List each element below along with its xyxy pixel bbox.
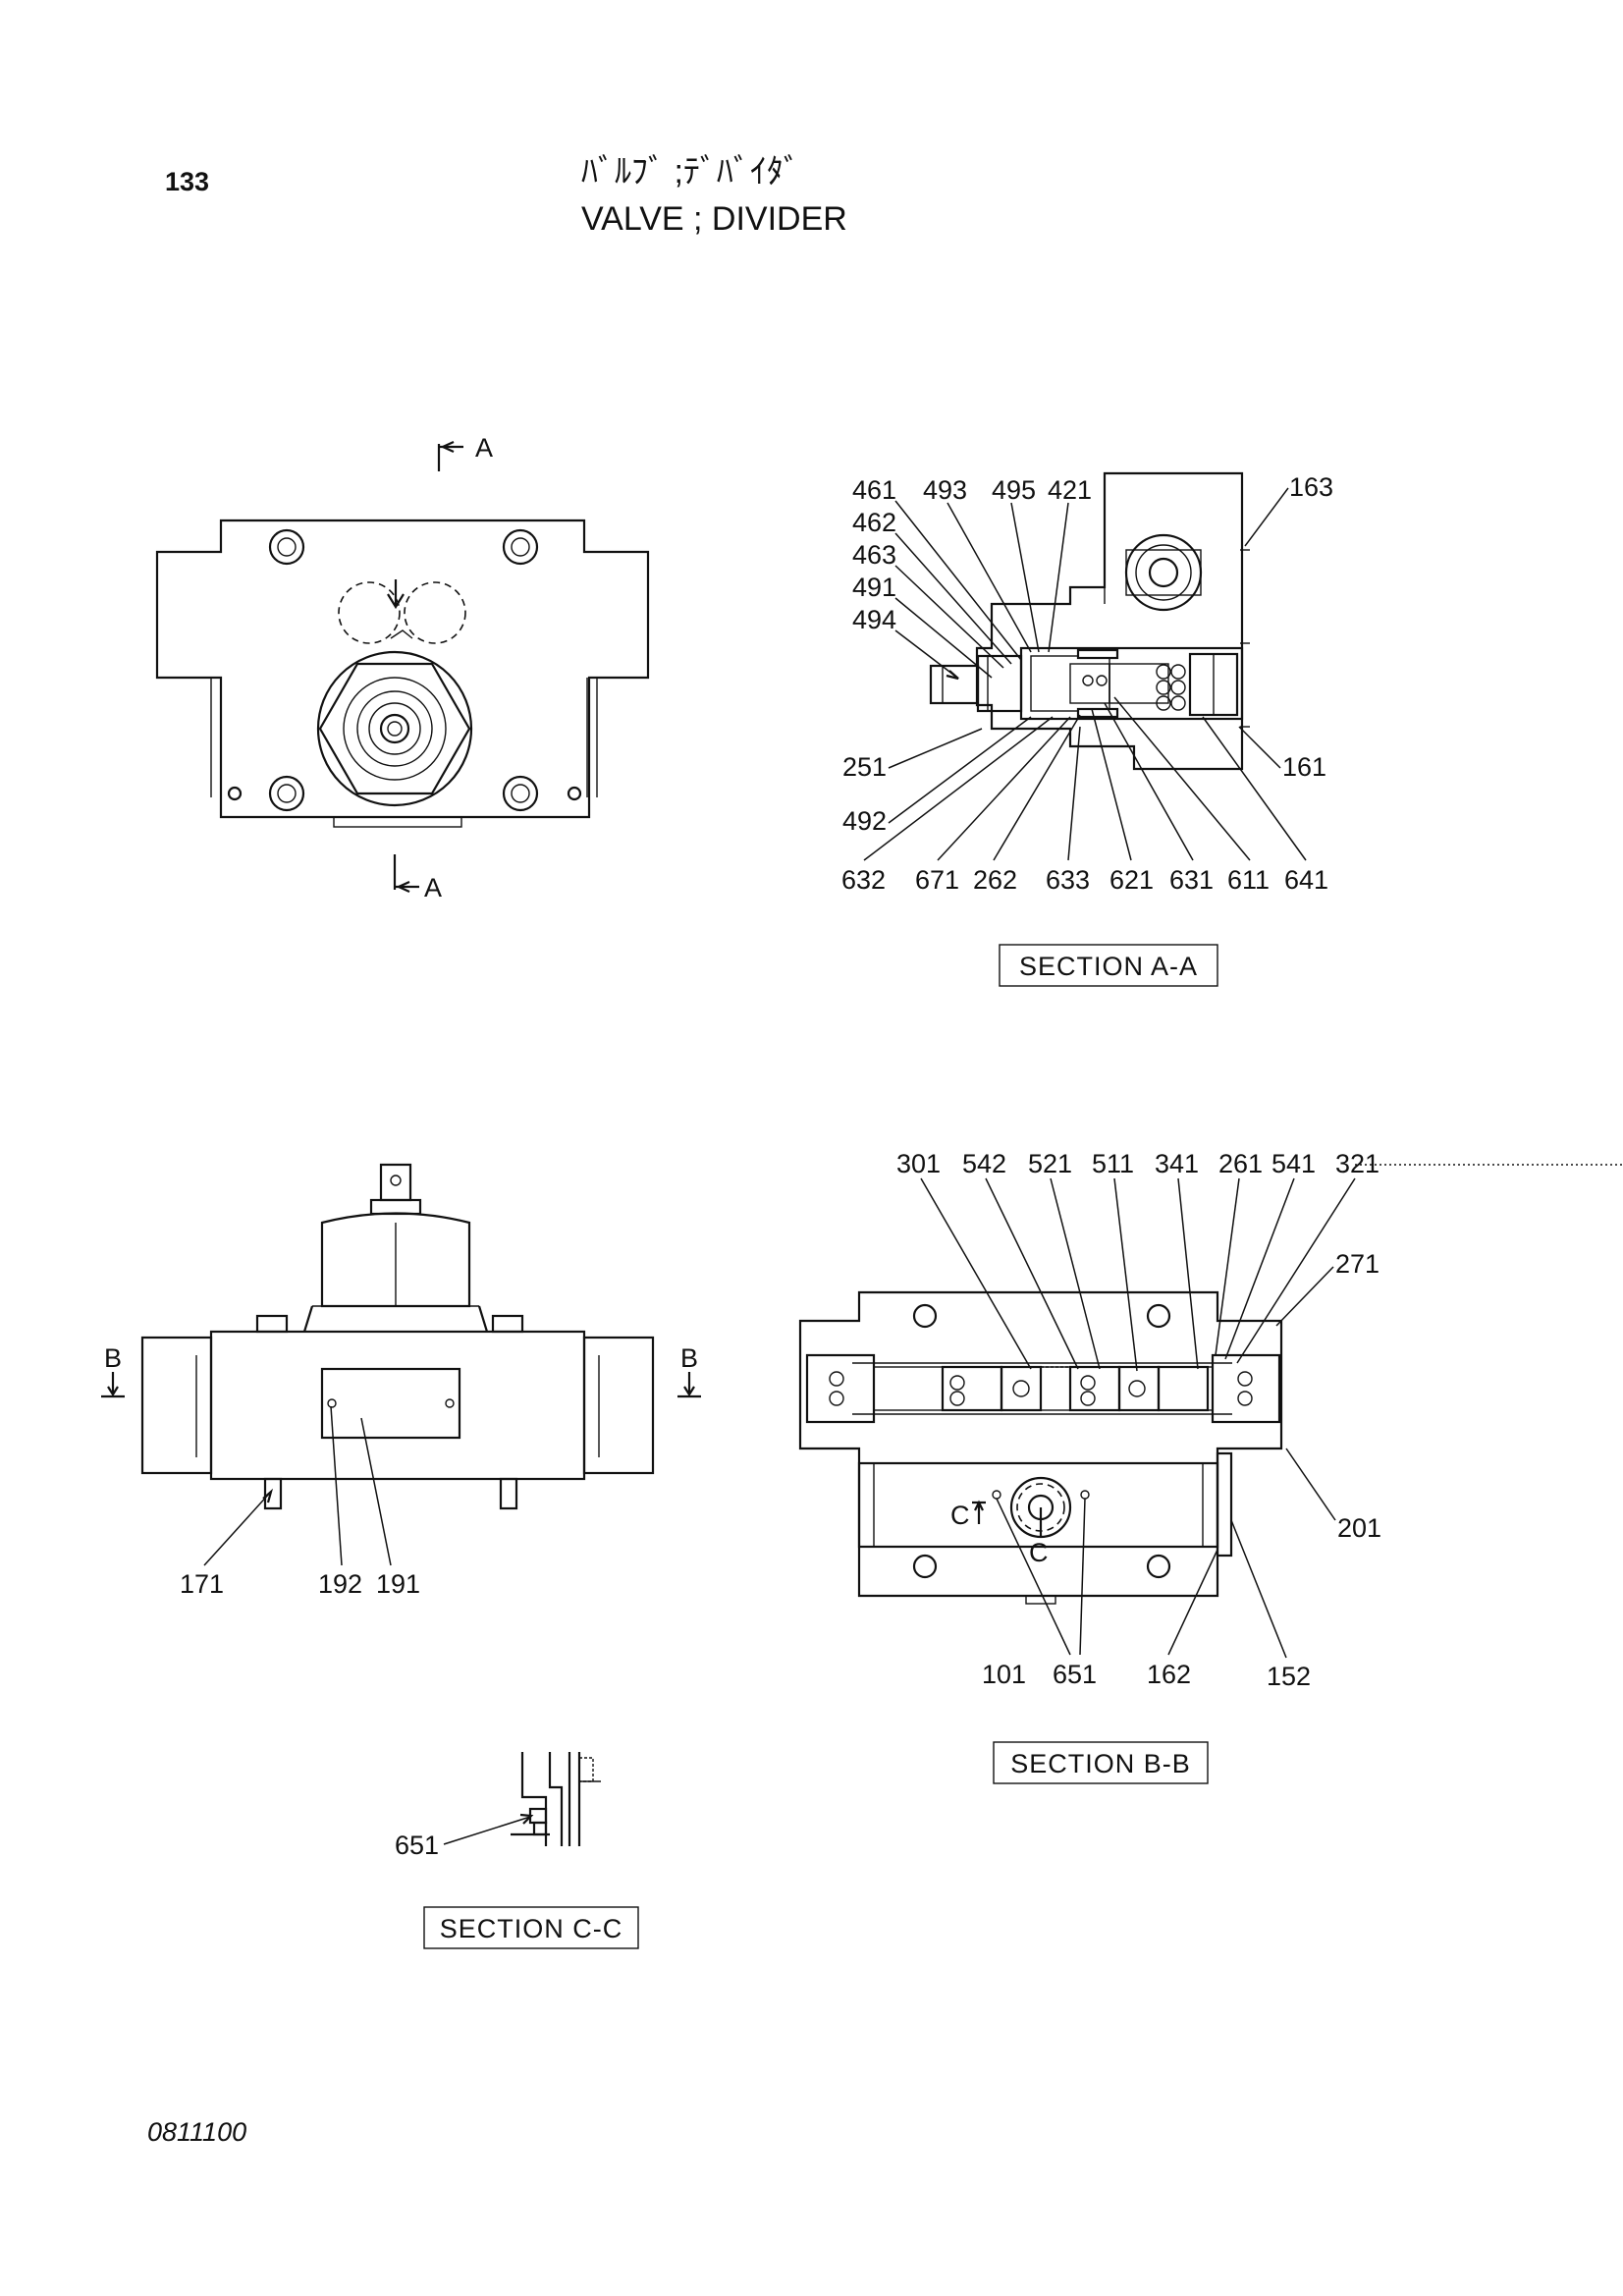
cut-marker-top-a: A [437, 433, 493, 471]
section-bb-caption: SECTION B-B [1010, 1749, 1191, 1778]
section-bb-body [798, 1290, 1283, 1598]
callout-542: 542 [962, 1149, 1006, 1178]
cut-label-bottom: A [424, 873, 442, 902]
callout-633: 633 [1046, 865, 1090, 895]
callout-611: 611 [1227, 865, 1270, 895]
front-view: A A [155, 433, 650, 902]
callout-521: 521 [1028, 1149, 1072, 1178]
side-main-body [209, 1330, 586, 1481]
side-top-cap [320, 1212, 471, 1308]
callout-152: 152 [1267, 1662, 1311, 1691]
callout-632: 632 [841, 865, 886, 895]
callout-494: 494 [852, 605, 896, 634]
callout-171: 171 [180, 1569, 224, 1599]
section-cc-caption: SECTION C-C [440, 1914, 623, 1943]
bolt-top-right [502, 528, 539, 566]
callout-462: 462 [852, 508, 896, 537]
callout-492: 492 [842, 806, 887, 836]
callout-511: 511 [1092, 1149, 1134, 1178]
cut-label-c-left: C [950, 1501, 970, 1530]
callout-162: 162 [1147, 1660, 1191, 1689]
callout-671: 671 [915, 865, 959, 895]
section-aa-body [975, 471, 1244, 771]
callout-262: 262 [973, 865, 1017, 895]
callout-631: 631 [1169, 865, 1214, 895]
callout-251: 251 [842, 752, 887, 782]
callout-495: 495 [992, 475, 1036, 505]
cut-label-right: B [680, 1343, 698, 1373]
section-aa-view: 461 462 463 491 494 493 495 421 163 251 … [841, 471, 1333, 987]
callout-541: 541 [1271, 1149, 1316, 1178]
callout-641: 641 [1284, 865, 1328, 895]
page-number: 133 [165, 167, 209, 196]
callout-301: 301 [896, 1149, 941, 1178]
callout-271: 271 [1335, 1249, 1380, 1279]
callout-201: 201 [1337, 1513, 1381, 1543]
callout-421: 421 [1048, 475, 1092, 505]
callout-192: 192 [318, 1569, 362, 1599]
callout-261: 261 [1218, 1149, 1263, 1178]
bolt-bottom-left [268, 775, 305, 812]
cut-label-c-right: C [1029, 1538, 1049, 1567]
bolt-bottom-right [502, 775, 539, 812]
callout-101: 101 [982, 1660, 1026, 1689]
title-japanese: ﾊﾞﾙﾌﾞ ;ﾃﾞﾊﾞｲﾀﾞ [581, 153, 800, 191]
section-aa-caption: SECTION A-A [1019, 952, 1198, 981]
section-cc-caption-box [423, 1906, 639, 1949]
callout-463: 463 [852, 540, 896, 570]
callout-491: 491 [852, 573, 896, 602]
cut-marker-bottom-a: A [393, 854, 442, 902]
callout-161: 161 [1282, 752, 1326, 782]
name-plate [320, 1367, 461, 1440]
callout-321: 321 [1335, 1149, 1380, 1178]
section-cc-view: 651 SECTION C-C [395, 1752, 639, 1949]
section-aa-caption-box [999, 944, 1218, 987]
callout-621: 621 [1109, 865, 1154, 895]
cut-marker-left-b: B [101, 1343, 125, 1398]
side-view: B B 171 192 191 [101, 1163, 701, 1599]
callout-493: 493 [923, 475, 967, 505]
cut-marker-right-b: B [677, 1343, 701, 1398]
callout-cc-651: 651 [395, 1831, 439, 1860]
section-bb-view: C C 301 542 521 511 341 261 541 321 271 … [798, 1149, 1623, 1784]
callout-191: 191 [376, 1569, 420, 1599]
callout-341: 341 [1155, 1149, 1199, 1178]
section-bb-caption-box [993, 1741, 1209, 1784]
drawing-code: 0811100 [147, 2117, 246, 2147]
callout-651: 651 [1053, 1660, 1097, 1689]
cut-label-left: B [104, 1343, 122, 1373]
callout-163: 163 [1289, 472, 1333, 502]
cut-label-top: A [475, 433, 493, 463]
bolt-top-left [268, 528, 305, 566]
title-english: VALVE ; DIVIDER [581, 200, 847, 238]
port-fitting-outer [316, 650, 473, 807]
callout-461: 461 [852, 475, 896, 505]
valve-body-outline [155, 519, 650, 819]
